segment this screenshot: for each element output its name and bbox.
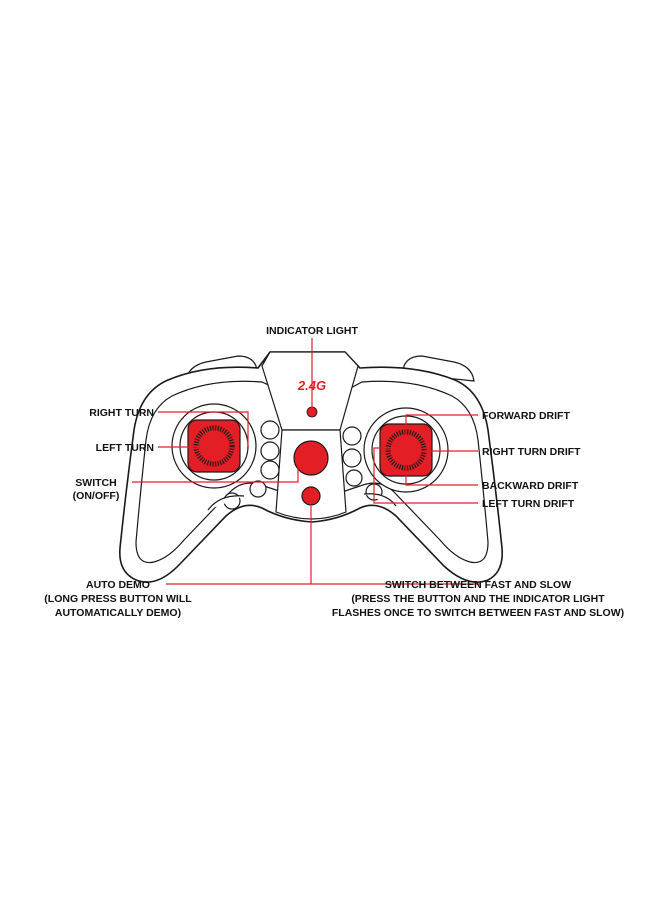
right-turn-leader bbox=[158, 411, 249, 446]
left-trim-button-3[interactable] bbox=[260, 460, 280, 480]
left-trim-button-1[interactable] bbox=[260, 420, 280, 440]
forward-drift-leader bbox=[405, 414, 478, 436]
switch-label: SWITCH bbox=[75, 477, 116, 489]
right-trim-button-1[interactable] bbox=[342, 426, 362, 446]
right-turn-label: RIGHT TURN bbox=[89, 407, 154, 419]
auto-demo-desc-line1: (LONG PRESS BUTTON WILL bbox=[44, 593, 192, 605]
auto-demo-desc-line2: AUTOMATICALLY DEMO) bbox=[55, 607, 181, 619]
left-lower-grip-groove bbox=[207, 495, 245, 511]
indicator-light-label: INDICATOR LIGHT bbox=[266, 325, 358, 337]
switch-sublabel: (ON/OFF) bbox=[73, 490, 120, 502]
right-joystick-center bbox=[394, 438, 418, 462]
backward-drift-leader bbox=[405, 466, 478, 486]
left-turn-drift-label: LEFT TURN DRIFT bbox=[482, 498, 575, 510]
left-turn-label: LEFT TURN bbox=[96, 442, 154, 454]
left-trim-button-2[interactable] bbox=[260, 441, 280, 461]
callout-lines bbox=[132, 338, 480, 585]
left-turn-drift-leader bbox=[373, 447, 478, 504]
backward-drift-label: BACKWARD DRIFT bbox=[482, 480, 579, 492]
forward-drift-label: FORWARD DRIFT bbox=[482, 410, 570, 422]
left-joystick-center bbox=[202, 434, 226, 458]
auto-demo-label: AUTO DEMO bbox=[86, 579, 150, 591]
speed-switch-desc-line1: (PRESS THE BUTTON AND THE INDICATOR LIGH… bbox=[351, 593, 605, 605]
right-trim-button-2[interactable] bbox=[342, 448, 362, 468]
speed-switch-desc-line2: FLASHES ONCE TO SWITCH BETWEEN FAST AND … bbox=[332, 607, 624, 619]
callout-labels: INDICATOR LIGHT RIGHT TURN LEFT TURN SWI… bbox=[44, 325, 624, 619]
switch-leader bbox=[132, 466, 299, 483]
speed-demo-button[interactable] bbox=[301, 486, 321, 506]
power-switch-button[interactable] bbox=[293, 440, 329, 476]
left-joystick-grip bbox=[193, 425, 235, 467]
left-trim-button-4[interactable] bbox=[249, 480, 267, 498]
left-joystick[interactable] bbox=[171, 403, 257, 489]
speed-switch-label: SWITCH BETWEEN FAST AND SLOW bbox=[385, 579, 571, 591]
right-trim-button-3[interactable] bbox=[345, 469, 363, 487]
controller-body: 2.4G bbox=[119, 351, 504, 583]
right-turn-drift-label: RIGHT TURN DRIFT bbox=[482, 446, 581, 458]
